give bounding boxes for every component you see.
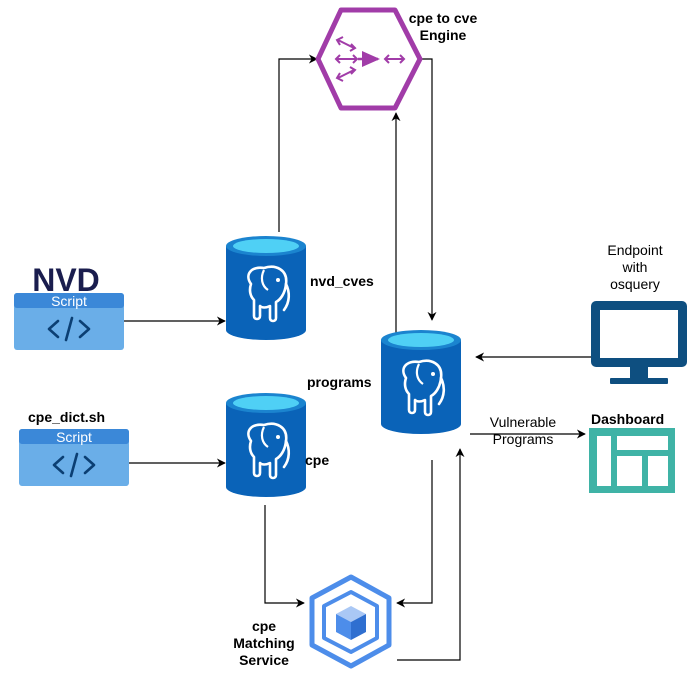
matching-service-line2: Matching: [233, 635, 295, 651]
edges: [124, 54, 593, 661]
edge-matching-to-programs: [397, 448, 465, 661]
edge-cpe-to-matching: [264, 505, 305, 608]
matching-service-line1: cpe: [251, 618, 277, 634]
engine-label-line1: cpe to cve: [408, 10, 478, 26]
nvd-cves-label: nvd_cves: [310, 273, 374, 289]
cpe-dict-script-caption: Script: [56, 429, 92, 445]
cpe-dict-label: cpe_dict.sh: [28, 409, 106, 425]
programs-database-icon: [379, 328, 463, 436]
hexagon-engine-icon: [315, 7, 423, 111]
vulnerable-programs-line2: Programs: [492, 431, 554, 447]
endpoint-label-line1: Endpoint: [607, 242, 663, 258]
endpoint-label-line2: with: [622, 259, 648, 275]
matching-service-label: cpe Matching Service: [226, 618, 302, 669]
nvd-logo: NVD: [32, 262, 100, 298]
edge-programs-to-matching: [396, 460, 433, 608]
vulnerable-programs-line1: Vulnerable: [489, 414, 557, 430]
cpe-database-icon: [224, 391, 308, 499]
edge-nvdcves-to-engine: [278, 54, 318, 232]
engine-label-line2: Engine: [419, 27, 467, 43]
monitor-icon: [591, 301, 687, 384]
edge-engine-to-programs: [420, 58, 437, 321]
matching-service-line3: Service: [239, 652, 289, 668]
kubernetes-cube-icon: [309, 574, 392, 669]
cpe-label: cpe: [305, 452, 330, 468]
nvd-script-caption: Script: [51, 293, 87, 309]
dashboard-layout-icon: [589, 428, 675, 493]
endpoint-label: Endpoint with osquery: [596, 242, 674, 293]
programs-label: programs: [307, 374, 372, 390]
engine-label: cpe to cve Engine: [405, 10, 481, 44]
vulnerable-programs-label: Vulnerable Programs: [478, 414, 568, 448]
endpoint-label-line3: osquery: [610, 276, 660, 292]
nvd-cves-database-icon: [224, 234, 308, 342]
dashboard-label: Dashboard: [591, 411, 665, 427]
